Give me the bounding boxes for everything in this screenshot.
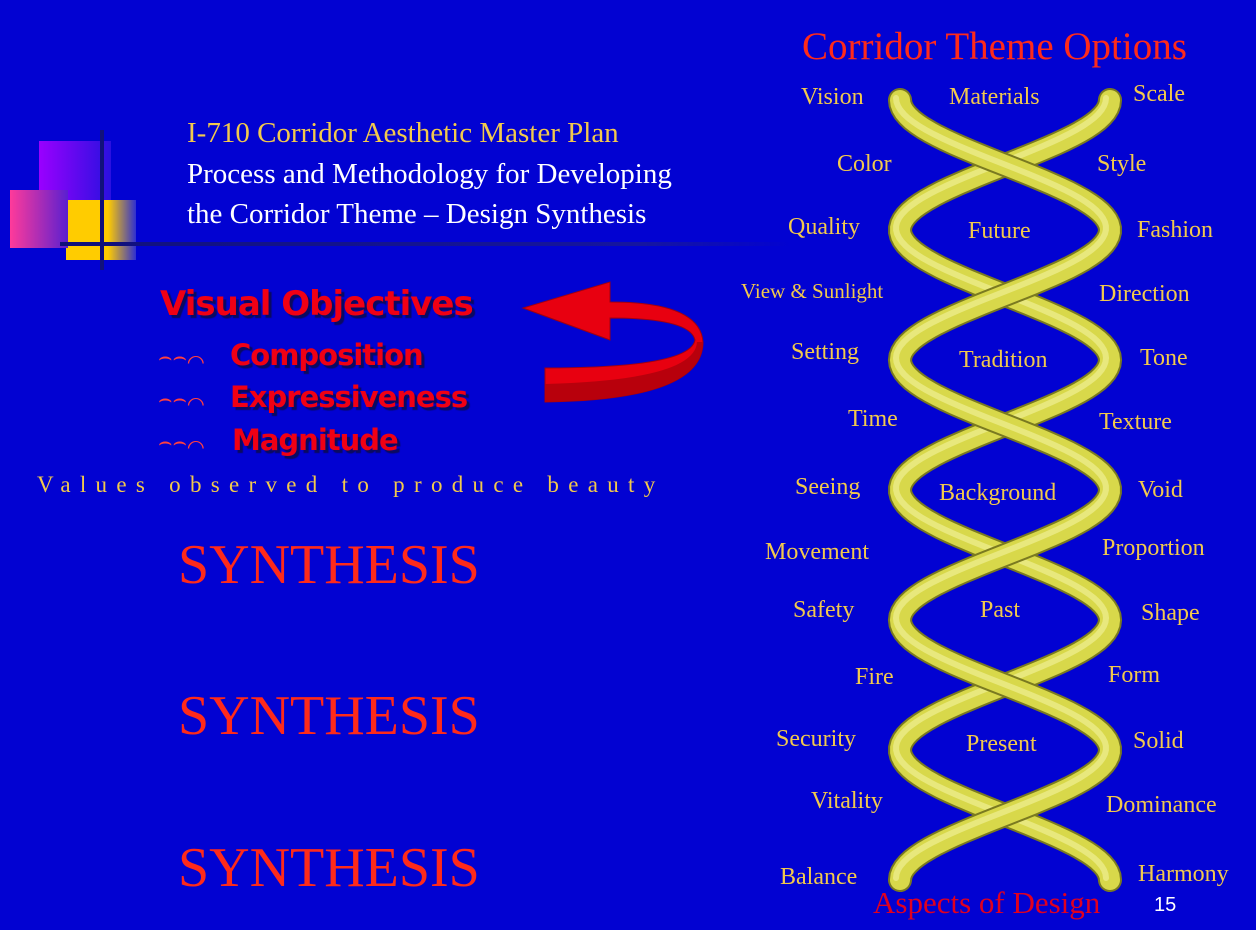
helix-right-label: Void <box>1138 477 1183 503</box>
helix-right-label: Form <box>1108 662 1161 688</box>
helix-strand <box>893 95 1110 881</box>
title-line-1: I-710 Corridor Aesthetic Master Plan <box>187 117 619 149</box>
values-caption: Values observed to produce beauty <box>37 472 665 497</box>
helix-right-label: Direction <box>1099 281 1190 307</box>
helix-center-label: Materials <box>949 84 1040 110</box>
corridor-theme-options-heading: Corridor Theme Options <box>802 25 1187 68</box>
helix-right-label: Texture <box>1099 409 1172 435</box>
helix-left-label: Security <box>776 726 856 752</box>
eyeglasses-icon: ⌢⌢⌒ <box>158 429 205 454</box>
helix-right-label: Harmony <box>1138 861 1229 887</box>
helix-right-label: Solid <box>1133 728 1184 754</box>
helix-left-label: Fire <box>855 664 894 690</box>
synthesis-text: SYNTHESIS <box>178 685 480 747</box>
helix-right-label: Style <box>1097 151 1147 177</box>
helix-strand <box>890 90 1121 890</box>
helix-left-label: Safety <box>793 597 855 623</box>
helix-left-label: View & Sunlight <box>741 279 884 303</box>
synthesis-text: SYNTHESIS <box>178 534 480 596</box>
helix-center-label: Background <box>939 480 1057 506</box>
page-number: 15 <box>1154 894 1177 916</box>
helix-right-label: Shape <box>1141 600 1200 626</box>
aspects-of-design-caption: Aspects of Design <box>873 885 1101 920</box>
helix-left-label: Seeing <box>795 474 861 500</box>
helix-left-label: Vision <box>801 84 864 110</box>
helix-left-label: Vitality <box>811 788 883 814</box>
helix-left-label: Color <box>837 151 892 177</box>
helix-strand <box>892 95 1109 881</box>
helix-left-label: Movement <box>765 539 869 565</box>
helix-left-label: Setting <box>791 339 860 365</box>
decorative-logo-blocks <box>10 130 180 270</box>
helix-right-label: Scale <box>1133 81 1185 107</box>
synthesis-text: SYNTHESIS <box>178 837 480 899</box>
title-line-2: Process and Methodology for Developing <box>187 158 672 190</box>
helix-center-label: Present <box>966 731 1037 757</box>
helix-right-label: Fashion <box>1137 217 1214 243</box>
helix-strand <box>889 90 1120 890</box>
title-underline <box>60 242 790 246</box>
helix-center-label: Tradition <box>959 347 1048 373</box>
objective-label: Magnitude <box>232 423 399 457</box>
helix-left-label: Time <box>848 406 898 432</box>
helix-right-label: Proportion <box>1102 535 1205 561</box>
helix-right-label: Dominance <box>1106 792 1217 818</box>
eyeglasses-icon: ⌢⌢⌒ <box>158 386 205 411</box>
helix-center-label: Past <box>980 597 1021 623</box>
helix-right-label: Tone <box>1140 345 1188 371</box>
curved-arrow-icon <box>521 281 704 403</box>
eyeglasses-icon: ⌢⌢⌒ <box>158 344 205 369</box>
visual-objectives-heading: Visual Objectives <box>160 284 474 324</box>
helix-center-label: Future <box>968 218 1031 244</box>
helix-left-label: Balance <box>780 864 858 890</box>
title-line-3: the Corridor Theme – Design Synthesis <box>187 198 647 230</box>
objective-label: Expressiveness <box>230 380 468 414</box>
helix-left-label: Quality <box>788 214 860 240</box>
objective-label: Composition <box>230 338 424 372</box>
